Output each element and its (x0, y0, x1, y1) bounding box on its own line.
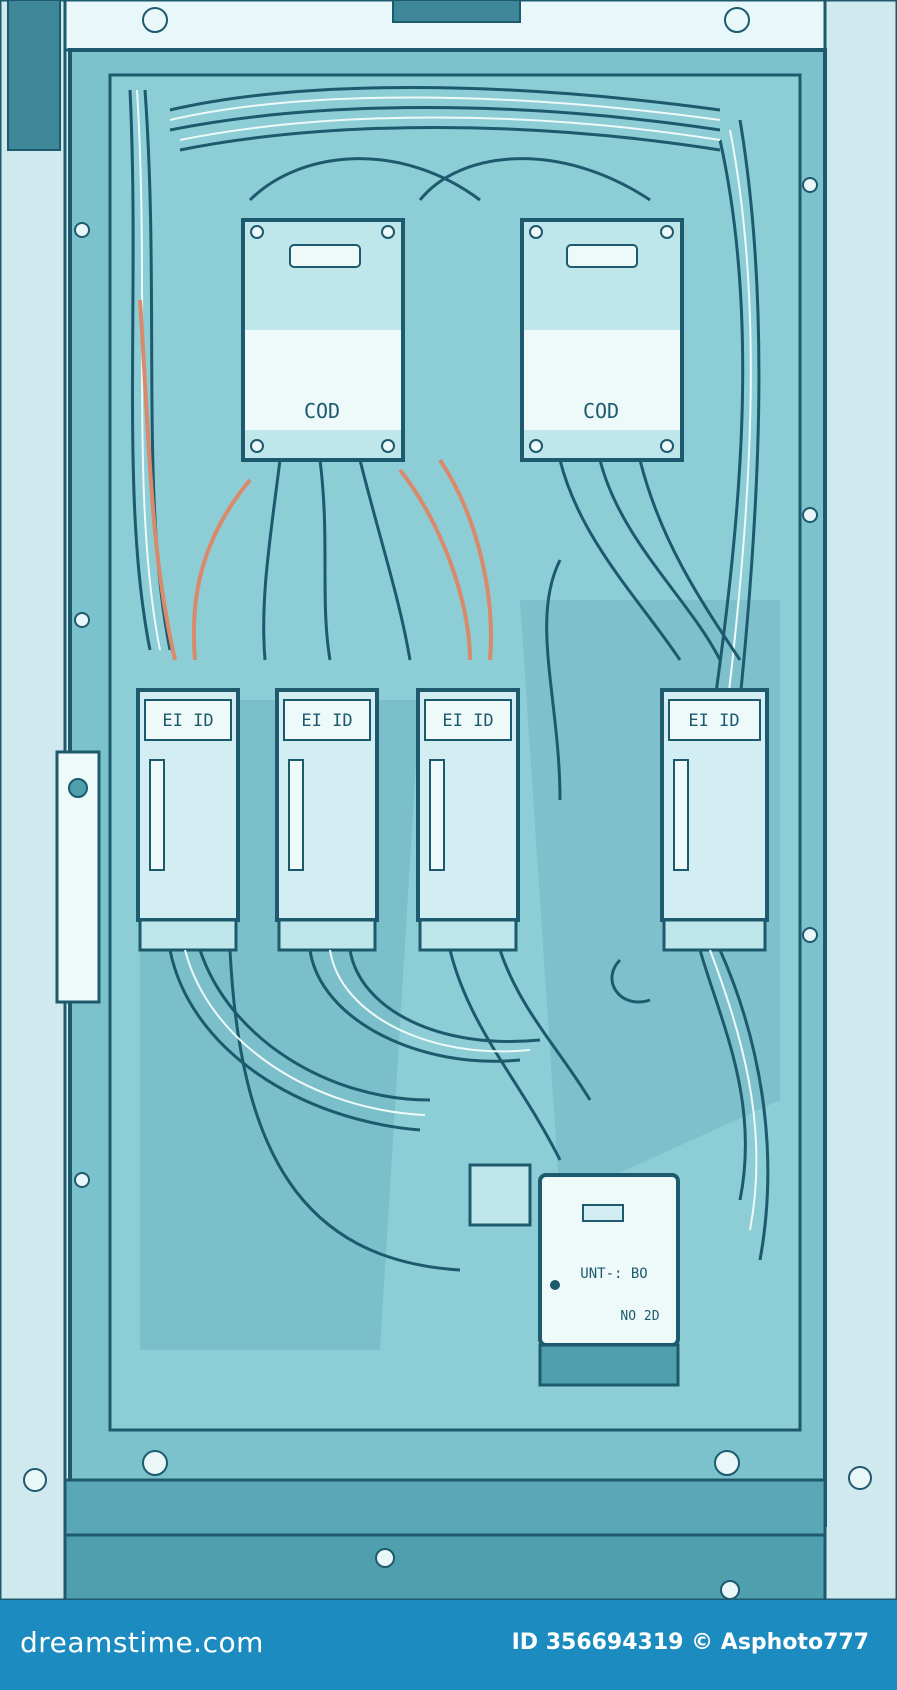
breaker-4-label: EI ID (688, 711, 739, 731)
breaker-1-label: EI ID (162, 711, 213, 731)
bottom-controller (468, 1163, 680, 1387)
stock-site-logo: dreamstime.com (20, 1626, 264, 1659)
breaker-3-label: EI ID (442, 711, 493, 731)
top-left-contactor-code: COD (304, 399, 340, 423)
middle-wires (262, 459, 742, 801)
top-right-contactor-code: COD (583, 399, 619, 423)
breaker-2 (275, 688, 379, 952)
lower-wires-light (184, 949, 758, 1231)
screws (23, 7, 872, 1600)
breaker-3 (416, 688, 520, 952)
breaker-1 (136, 688, 240, 952)
credit-bar: dreamstime.com ID 356694319 © Asphoto777 (0, 1600, 897, 1690)
top-wire-bundle-light (136, 89, 752, 701)
cabinet-base (63, 1533, 827, 1600)
breaker-4 (660, 688, 769, 952)
electrical-cabinet-illustration: COD COD EI ID (0, 0, 897, 1600)
side-label-strip (7, 0, 61, 151)
breaker-2-label: EI ID (301, 711, 352, 731)
lower-wires (168, 949, 770, 1272)
cabinet-side-left (0, 0, 67, 1600)
bottom-controller-line1: UNT-: BO (580, 1266, 647, 1282)
top-label-plate (392, 0, 521, 23)
image-credit: ID 356694319 © Asphoto777 (511, 1630, 869, 1655)
cabinet-bottom-sill (63, 1478, 827, 1537)
top-left-contactor (241, 218, 405, 462)
latch-knob (68, 778, 88, 798)
bottom-controller-line2: NO 2D (620, 1309, 659, 1324)
top-right-contactor (520, 218, 684, 462)
orange-wires (138, 299, 493, 661)
cabinet-side-right (823, 0, 897, 1600)
